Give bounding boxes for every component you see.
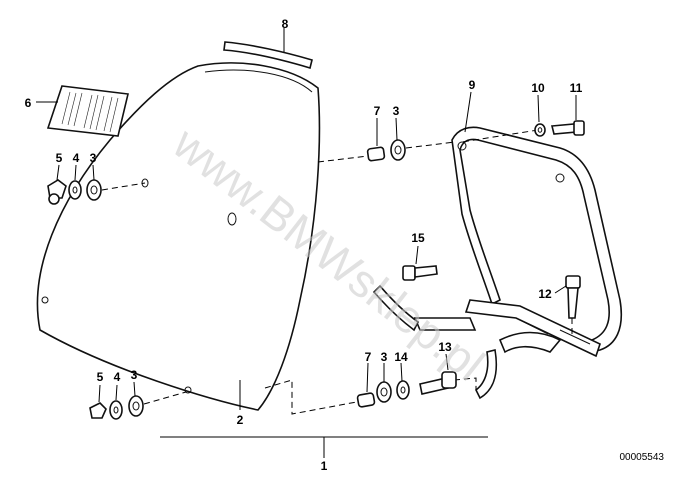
callout-labels: 8 6 5 4 3 7 3 9 10 11 15 12 13 7 3 14 5 … (25, 17, 583, 473)
instruction-sticker (46, 85, 129, 137)
bolt-12 (565, 275, 581, 336)
bolt-15 (402, 265, 438, 281)
callout-14: 14 (394, 350, 408, 364)
upper-left-fasteners (47, 179, 146, 205)
callout-15: 15 (411, 231, 425, 245)
callout-3-upper-right: 3 (393, 104, 400, 118)
callout-8: 8 (282, 17, 289, 31)
callout-7-upper: 7 (374, 104, 381, 118)
diagram-reference-number: 00005543 (620, 452, 665, 463)
callout-3-upper-left: 3 (90, 151, 97, 165)
callout-2: 2 (237, 413, 244, 427)
callout-13: 13 (438, 340, 452, 354)
callout-3-lower-right: 3 (381, 350, 388, 364)
lower-frame-fasteners (264, 371, 477, 415)
washer-and-bolt-upper-right (534, 120, 585, 137)
assembly-bracket (160, 436, 488, 458)
callout-10: 10 (531, 81, 545, 95)
leader-lines (36, 28, 577, 410)
lower-left-fasteners (89, 391, 187, 420)
callout-5-upper: 5 (56, 151, 63, 165)
callout-4-lower: 4 (114, 370, 121, 384)
mounting-frame (372, 126, 623, 400)
callout-7-lower: 7 (365, 350, 372, 364)
callout-3-lower-left: 3 (131, 368, 138, 382)
callout-12: 12 (538, 287, 552, 301)
edge-trim-strip (223, 41, 313, 70)
upper-frame-fasteners (317, 139, 456, 163)
callout-4-upper: 4 (73, 151, 80, 165)
callout-9: 9 (469, 78, 476, 92)
callout-5-lower: 5 (97, 370, 104, 384)
callout-6: 6 (25, 96, 32, 110)
callout-11: 11 (570, 81, 583, 95)
callout-1: 1 (321, 459, 328, 473)
